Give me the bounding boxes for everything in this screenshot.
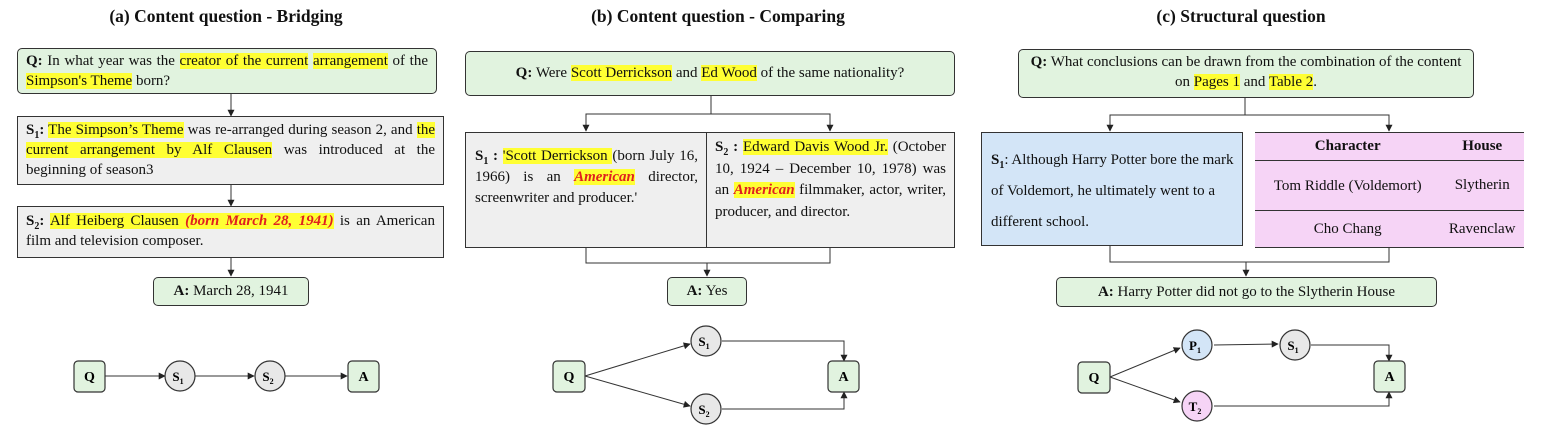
s1-text: (born July 16, 1966) is an	[475, 148, 698, 185]
q-text: In what year was the	[42, 53, 180, 69]
red-date: (born March 28, 1941)	[185, 213, 334, 229]
panel-a-title: (a) Content question - Bridging	[109, 6, 343, 26]
q-label: Q:	[515, 65, 533, 81]
q-text: Were	[532, 65, 571, 81]
table-cell: Ravenclaw	[1448, 220, 1516, 237]
q-text: .	[1313, 74, 1317, 90]
table-row: Tom Riddle (Voldemort) Slytherin	[1255, 161, 1524, 211]
highlight: creator of the current	[179, 53, 309, 69]
highlight: Scott Derrickson	[570, 65, 673, 81]
panel-b-title: (b) Content question - Comparing	[591, 6, 845, 26]
s1-text: director, screenwriter and producer.'	[475, 169, 698, 206]
s1-label: S1	[991, 152, 1005, 171]
s1-label: S1 :	[475, 148, 499, 167]
q-label: Q:	[26, 53, 43, 69]
q-label: Q:	[1030, 54, 1048, 70]
house-table: Character House Tom Riddle (Voldemort) S…	[1255, 132, 1524, 248]
highlight: The Simpson’s Theme	[48, 122, 184, 138]
highlight: Pages 1	[1193, 74, 1240, 90]
s1-text: was introduced at the beginning of seaso…	[26, 142, 436, 178]
highlight: Ed Wood	[701, 65, 757, 81]
q-text: and	[672, 65, 702, 81]
a-text: March 28, 1941	[189, 283, 289, 299]
panel-b-answer-box: A: Yes	[667, 277, 747, 306]
q-text: What conclusions can be drawn from the c…	[1047, 54, 1462, 90]
panel-a-answer-box: A: March 28, 1941	[153, 277, 309, 306]
highlight: 'Scott Derrickson	[502, 148, 613, 164]
a-label: A:	[173, 283, 190, 299]
highlight: arrangement	[312, 53, 388, 69]
panel-b-question-box: Q: Were Scott Derrickson and Ed Wood of …	[465, 51, 955, 96]
s2-text: (October 10, 1924 – December 10, 1978) w…	[715, 139, 947, 198]
s1-label: S1:	[26, 122, 45, 141]
q-text: of the same nationality?	[756, 65, 905, 81]
panel-c-title: (c) Structural question	[1156, 6, 1326, 26]
panel-b-sentence-1-box: S1 : 'Scott Derrickson (born July 16, 19…	[465, 132, 707, 248]
red-american: American	[574, 169, 635, 185]
table-header: House	[1462, 138, 1503, 154]
s2-label: S2 :	[715, 139, 739, 158]
a-text: Harry Potter did not go to the Slytherin…	[1113, 284, 1396, 300]
red-american: American	[733, 182, 795, 198]
a-text: Yes	[702, 283, 728, 299]
panel-c-answer-box: A: Harry Potter did not go to the Slythe…	[1056, 277, 1437, 307]
s2-text: is an American film and television compo…	[26, 213, 435, 249]
a-label: A:	[686, 283, 703, 299]
table-row: Cho Chang Ravenclaw	[1255, 211, 1524, 248]
panel-c-question-box: Q: What conclusions can be drawn from th…	[1018, 49, 1474, 98]
highlight: Edward Davis Wood Jr.	[742, 139, 888, 155]
highlight: Table 2	[1268, 74, 1314, 90]
panel-a-sentence-1-box: S1: The Simpson’s Theme was re-arranged …	[17, 116, 444, 185]
panel-c-sentence-1-box: S1: Although Harry Potter bore the mark …	[981, 132, 1243, 246]
highlight: Simpson's Theme	[26, 73, 133, 89]
highlight: Alf Heiberg Clausen (born March 28, 1941…	[49, 213, 334, 229]
a-label: A:	[1097, 284, 1114, 300]
table-cell: Slytherin	[1454, 177, 1510, 193]
s1-text: : Although Harry Potter bore the mark of…	[991, 152, 1234, 230]
s2-text: filmmaker, actor, writer, producer, and …	[715, 182, 946, 220]
table-cell: Cho Chang	[1313, 220, 1382, 237]
table-header: Character	[1314, 138, 1381, 154]
panel-a-question-box: Q: In what year was the creator of the c…	[17, 48, 437, 94]
table-cell: Tom Riddle (Voldemort)	[1273, 177, 1422, 194]
q-text: born?	[132, 73, 171, 89]
panel-a-sentence-2-box: S2: Alf Heiberg Clausen (born March 28, …	[17, 206, 444, 258]
q-text: and	[1240, 74, 1269, 90]
q-text: of the	[387, 53, 428, 69]
s1-text: was re-arranged during season 2, and	[183, 122, 417, 138]
panel-b-sentence-2-box: S2 : Edward Davis Wood Jr. (October 10, …	[706, 132, 955, 248]
s2-label: S2:	[26, 213, 45, 232]
